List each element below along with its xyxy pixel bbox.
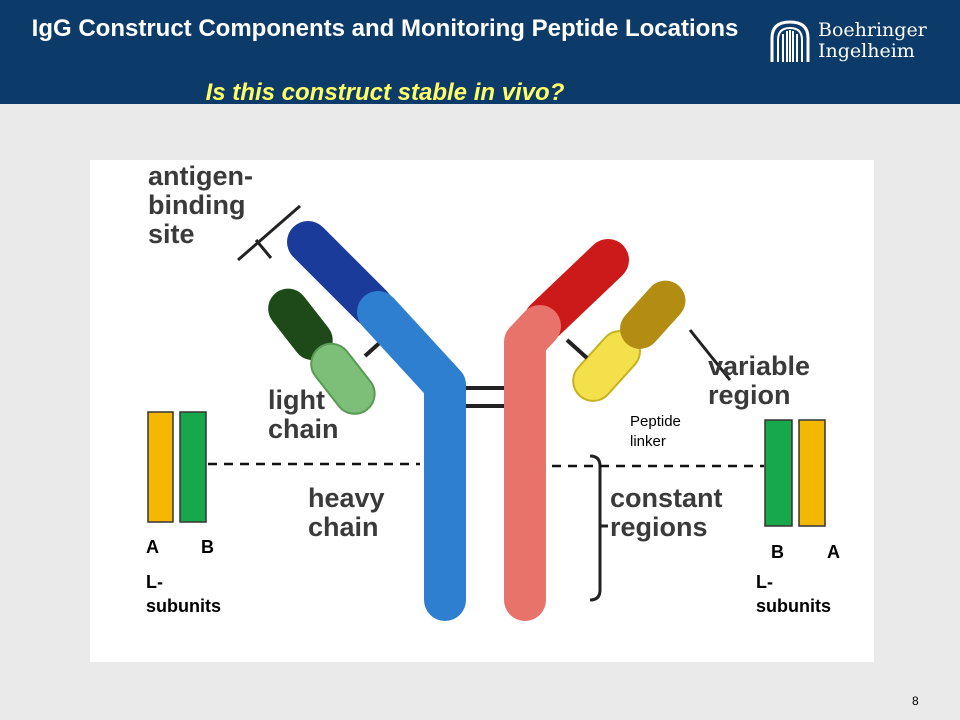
logo-line2: Ingelheim [818, 40, 915, 62]
logo-line1: Boehringer [818, 19, 927, 41]
company-logo: Boehringer Ingelheim [766, 18, 946, 68]
right-subunit-a-letter: A [827, 542, 840, 562]
left-light-chain [268, 288, 376, 415]
left-subunit-b-letter: B [201, 537, 214, 557]
peptide-linker-label: Peptide linker [630, 413, 681, 450]
antibody-diagram [147, 204, 826, 621]
right-light-disulfide [565, 338, 589, 360]
antigen-binding-site-label: antigen- binding site [148, 161, 253, 249]
variable-region-label: variable region [708, 351, 811, 410]
left-subunit-a-bar [147, 411, 174, 523]
antigen-site-bracket [237, 204, 301, 262]
right-subunit-a-bar [798, 419, 826, 527]
right-light-variable [620, 280, 686, 349]
constant-regions-label: constant regions [610, 483, 723, 542]
light-chain-label: light chain [268, 385, 339, 444]
antigen-site-bracket-tick [254, 239, 273, 259]
left-heavy-chain [357, 291, 466, 621]
antibody-diagram-panel: antigen- binding site variable region li… [90, 160, 874, 662]
slide-header: IgG Construct Components and Monitoring … [0, 0, 960, 104]
left-heavy-variable [287, 221, 393, 327]
slide-title: IgG Construct Components and Monitoring … [31, 15, 739, 42]
right-light-chain [572, 280, 686, 402]
left-subunits-label: L- subunits [146, 572, 221, 616]
right-subunit-b-bar [764, 419, 793, 527]
constant-regions-bracket [589, 454, 602, 602]
right-heavy-variable [524, 239, 629, 341]
left-light-variable [268, 288, 333, 361]
left-subunit-b-bar [179, 411, 207, 523]
heavy-chain-label: heavy chain [308, 483, 385, 542]
left-light-constant [310, 342, 376, 415]
page-number: 8 [912, 694, 919, 708]
right-heavy-chain [504, 305, 561, 621]
slide-subtitle: Is this construct stable in vivo? [205, 79, 565, 104]
right-subunits-label: L- subunits [756, 572, 831, 616]
left-subunit-a-letter: A [146, 537, 159, 557]
boehringer-ingelheim-logo-icon [770, 20, 810, 62]
variable-region-bracket [688, 329, 732, 381]
logo-text: Boehringer Ingelheim [818, 20, 927, 62]
right-subunit-b-letter: B [771, 542, 784, 562]
